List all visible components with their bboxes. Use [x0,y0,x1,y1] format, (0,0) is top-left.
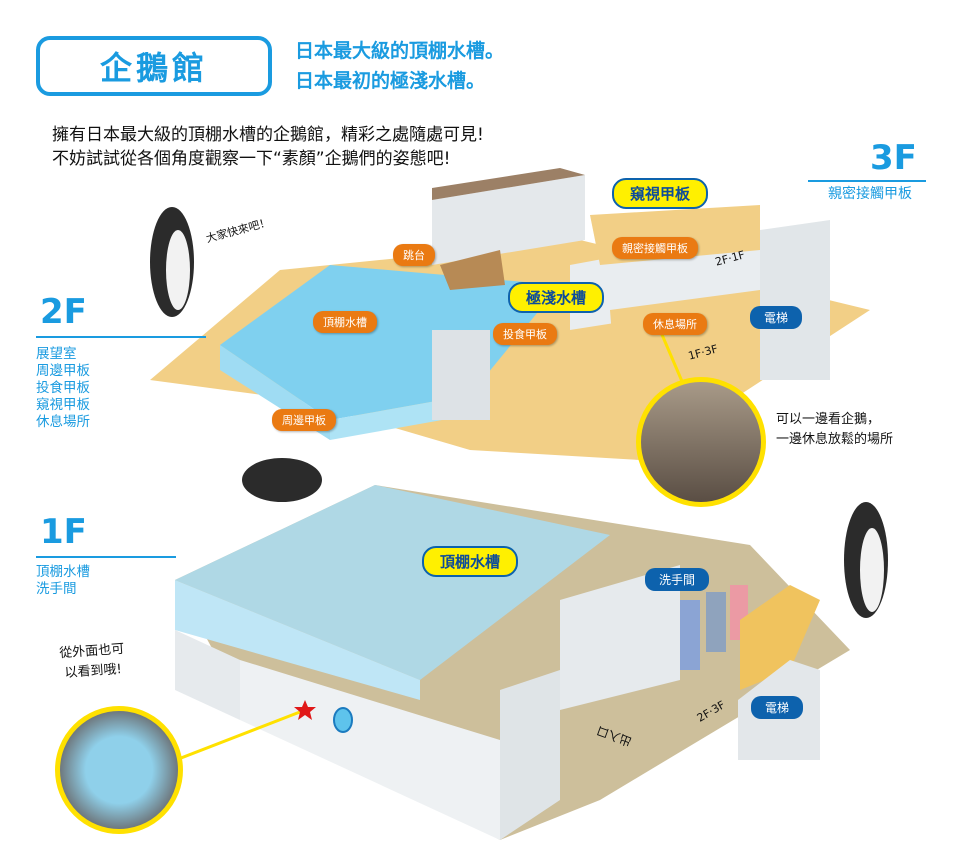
divider [36,556,176,558]
page-title: 企鵝館 [36,36,272,96]
floor-2f-item: 投食甲板 [36,380,90,396]
intro-line-2: 不妨試試從各個角度觀察一下“素顏”企鵝們的姿態吧! [52,149,451,169]
label-contact-deck[interactable]: 親密接觸甲板 [612,237,698,259]
label-around-deck[interactable]: 周邊甲板 [272,409,336,431]
label-shallow-tank[interactable]: 極淺水槽 [508,282,605,313]
label-elevator-2f[interactable]: 電梯 [750,306,803,329]
floor-3f-label: 3F [870,138,917,178]
label-elevator-1f[interactable]: 電梯 [751,696,804,719]
floor-1f-list: 頂棚水槽 洗手間 [36,564,90,598]
intro-line-1: 擁有日本最大級的頂棚水槽的企鵝館，精彩之處隨處可見! [52,125,484,145]
label-ceiling-tank-1f[interactable]: 頂棚水槽 [422,546,519,577]
note-outside: 從外面也可 以看到哦! [59,640,127,684]
star-icon [294,700,316,720]
stairs-1f [740,585,820,690]
rest-area-photo [636,377,766,507]
note-rest-line-1: 可以一邊看企鵝， [776,412,881,427]
floor-3f-item: 親密接觸甲板 [828,186,912,202]
floor-2f-list: 展望室 周邊甲板 投食甲板 窺視甲板 休息場所 [36,346,90,431]
diving-platform [440,250,505,290]
floor-1f-item: 洗手間 [36,581,77,597]
label-restroom[interactable]: 洗手間 [645,568,710,591]
floor-2f-item: 休息場所 [36,414,90,430]
elevator-shaft [760,220,830,380]
divider [808,180,926,182]
window-photo [55,706,183,834]
restroom-block [560,565,680,710]
penguin-icon [242,458,322,502]
floor-2f-item: 窺視甲板 [36,397,90,413]
label-feeding-deck[interactable]: 投食甲板 [493,323,557,345]
note-rest-line-2: 一邊休息放鬆的場所 [776,432,894,447]
floor-1f-label: 1F [40,512,87,552]
observation-room [432,175,585,265]
label-ceiling-tank-2f[interactable]: 頂棚水槽 [313,311,377,333]
tagline-1: 日本最大級的頂棚水槽。 [295,40,505,62]
floor-2f-label: 2F [40,292,87,332]
label-rest-area[interactable]: 休息場所 [643,313,707,335]
note-rest: 可以一邊看企鵝， 一邊休息放鬆的場所 [776,410,893,450]
tagline-2: 日本最初的極淺水槽。 [295,70,486,92]
floor-1f-item: 頂棚水槽 [36,564,90,580]
divider [36,336,206,338]
ceiling-tank-1f [175,485,610,680]
floor-2f-item: 展望室 [36,346,77,362]
label-diving[interactable]: 跳台 [393,244,435,266]
floor-2f-item: 周邊甲板 [36,363,90,379]
label-peek-deck[interactable]: 窺視甲板 [612,178,709,209]
